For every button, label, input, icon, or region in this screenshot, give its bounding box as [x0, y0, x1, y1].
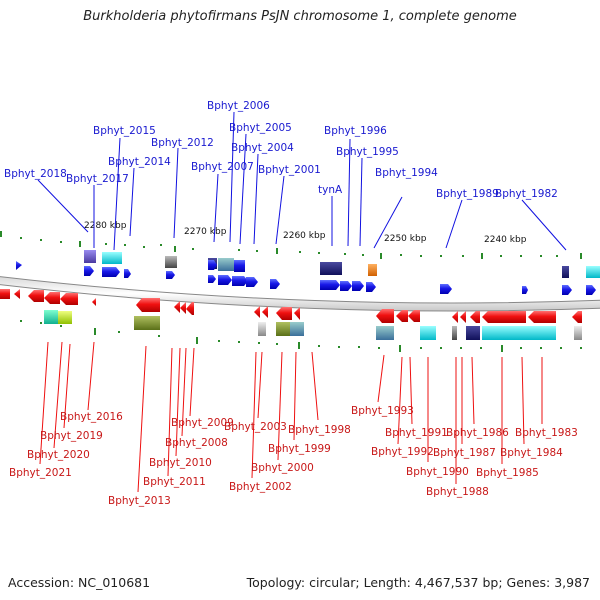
map-title: Burkholderia phytofirmans PsJN chromosom… — [83, 9, 517, 24]
gene-label-top: Bphyt_2005 — [229, 122, 292, 134]
scale-label: 2250 kbp — [384, 234, 427, 244]
gene-label-bottom: Bphyt_1998 — [288, 424, 351, 436]
gene-label-bottom: Bphyt_1984 — [500, 447, 563, 459]
genome-summary: Topology: circular; Length: 4,467,537 bp… — [246, 575, 590, 590]
gene-label-bottom: Bphyt_2008 — [165, 437, 228, 449]
bottom-feature-boxes — [44, 310, 582, 340]
gene-label-top: Bphyt_2017 — [66, 173, 129, 185]
gene-label-top: Bphyt_1995 — [336, 146, 399, 158]
gene-label-top: Bphyt_2006 — [207, 100, 270, 112]
gene-label-top: Bphyt_1982 — [495, 188, 558, 200]
top-feature-boxes — [84, 250, 600, 278]
gene-label-top: Bphyt_2012 — [151, 137, 214, 149]
gene-label-top: Bphyt_2015 — [93, 125, 156, 137]
gene-label-bottom: Bphyt_2009 — [171, 417, 234, 429]
gene-label-bottom: Bphyt_2020 — [27, 449, 90, 461]
gene-label-top: Bphyt_2007 — [191, 161, 254, 173]
gene-label-bottom: Bphyt_1983 — [515, 427, 578, 439]
bottom-tick-row — [20, 320, 582, 352]
top-tick-row — [0, 231, 582, 259]
scale-label: 2280 kbp — [84, 221, 127, 231]
gene-label-bottom: Bphyt_1999 — [268, 443, 331, 455]
gene-label-bottom: Bphyt_2010 — [149, 457, 212, 469]
gene-label-top: Bphyt_2014 — [108, 156, 171, 168]
gene-label-top: Bphyt_1996 — [324, 125, 387, 137]
gene-label-top: Bphyt_1989 — [436, 188, 499, 200]
gene-label-top: Bphyt_2001 — [258, 164, 321, 176]
gene-label-bottom: Bphyt_1993 — [351, 405, 414, 417]
gene-label-bottom: Bphyt_2000 — [251, 462, 314, 474]
gene-label-top: Bphyt_2018 — [4, 168, 67, 180]
gene-label-bottom: Bphyt_1992 — [371, 446, 434, 458]
genome-backbone — [0, 276, 600, 312]
gene-label-bottom: Bphyt_1990 — [406, 466, 469, 478]
gene-label-bottom: Bphyt_2013 — [108, 495, 171, 507]
gene-label-bottom: Bphyt_2021 — [9, 467, 72, 479]
gene-label-bottom: Bphyt_2016 — [60, 411, 123, 423]
gene-label-bottom: Bphyt_2002 — [229, 481, 292, 493]
gene-label-bottom: Bphyt_1987 — [433, 447, 496, 459]
gene-label-bottom: Bphyt_2011 — [143, 476, 206, 488]
reverse-genes — [0, 289, 582, 323]
gene-label-top: Bphyt_1994 — [375, 167, 438, 179]
scale-label: 2260 kbp — [283, 231, 326, 241]
gene-label-bottom: Bphyt_1988 — [426, 486, 489, 498]
scale-label: 2240 kbp — [484, 235, 527, 245]
gene-label-bottom: Bphyt_1991 — [385, 427, 448, 439]
gene-label-bottom: Bphyt_1985 — [476, 467, 539, 479]
gene-label-bottom: Bphyt_1986 — [446, 427, 509, 439]
gene-label-bottom: Bphyt_2019 — [40, 430, 103, 442]
gene-label-top: Bphyt_2004 — [231, 142, 294, 154]
gene-label-bottom: Bphyt_2003 — [224, 421, 287, 433]
accession-label: Accession: NC_010681 — [8, 575, 151, 590]
scale-label: 2270 kbp — [184, 227, 227, 237]
gene-label-top: tynA — [318, 184, 343, 196]
forward-genes — [16, 260, 596, 295]
bottom-leader-lines — [39, 341, 543, 493]
top-leader-lines — [37, 111, 567, 251]
